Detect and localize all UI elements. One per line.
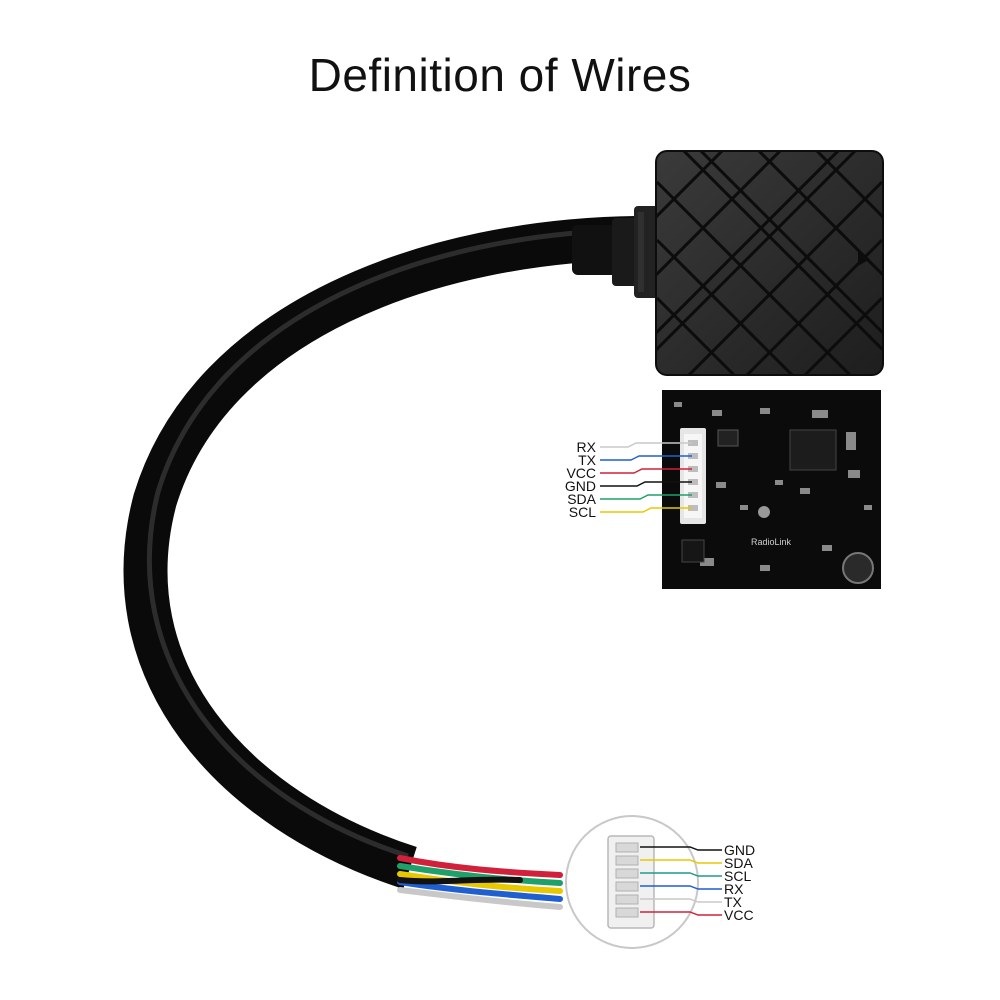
cable [123, 216, 641, 889]
connector-pin-lead-gnd [640, 846, 722, 851]
connector-pin-label-vcc: VCC [724, 907, 754, 923]
connector-detail [397, 815, 699, 949]
pcb-pin-label-vcc: VCC [566, 465, 596, 481]
pcb-pin-lead-sda [600, 494, 692, 500]
pcb-components [674, 402, 872, 571]
pcb-pin-lead-rx [600, 442, 692, 448]
connector-pin-lead-sda [640, 859, 722, 864]
pcb-brand-text: RadioLink [751, 537, 792, 547]
connector-pin-lead-scl [640, 872, 722, 877]
pcb-pin-lead-tx [600, 455, 692, 461]
connector-pin-label-tx: TX [724, 894, 743, 910]
page-title: Definition of Wires [308, 49, 692, 101]
pcb-pin-label-sda: SDA [567, 491, 596, 507]
pcb-pin-lead-vcc [600, 468, 692, 474]
connector-pin-label-gnd: GND [724, 842, 755, 858]
pcb-pin-label-rx: RX [577, 439, 597, 455]
connector-pin-lead-rx [640, 885, 722, 890]
connector-pin-lead-vcc [640, 911, 722, 916]
gps-module-box [655, 150, 884, 376]
connector-pin-label-scl: SCL [724, 868, 751, 884]
connector-pin-label-sda: SDA [724, 855, 753, 871]
pcb-board: RadioLink [662, 390, 881, 589]
pcb-pin-label-tx: TX [578, 452, 597, 468]
pcb-pin-lead-scl [600, 507, 692, 513]
pcb-pin-label-scl: SCL [569, 504, 596, 520]
pcb-pin-label-gnd: GND [565, 478, 596, 494]
box-diamond-pattern [657, 152, 882, 374]
connector-pin-label-rx: RX [724, 881, 744, 897]
wire-tails [397, 855, 563, 910]
pcb-chip [789, 429, 837, 471]
pcb-pin-lead-gnd [600, 481, 692, 487]
arrow-triangle-icon [858, 252, 870, 266]
connector-pin-lead-tx [640, 898, 722, 903]
pcb-battery [842, 552, 874, 584]
